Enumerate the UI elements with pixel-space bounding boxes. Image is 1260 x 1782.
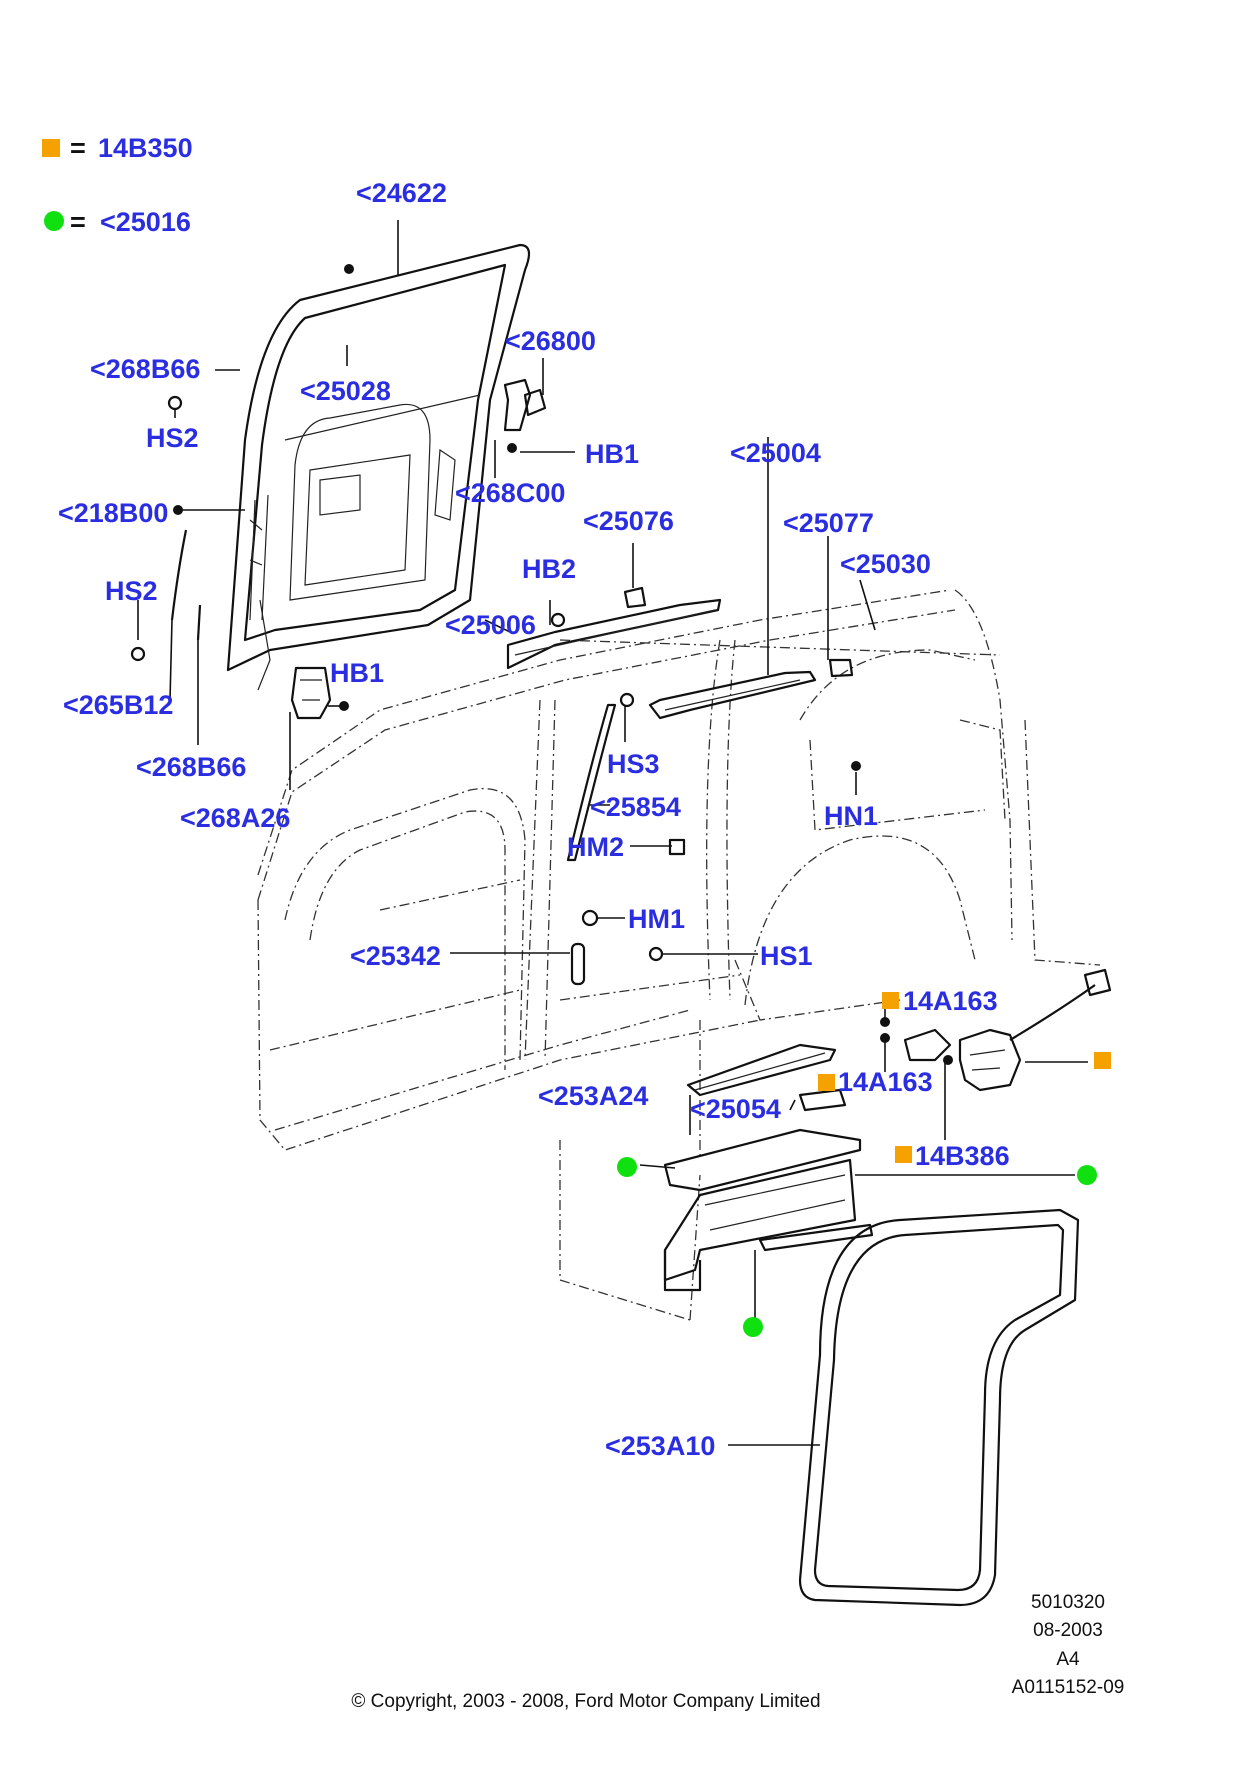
label-25028: <25028 bbox=[300, 376, 391, 406]
label-268A26: <268A26 bbox=[180, 803, 290, 833]
label-HM2: HM2 bbox=[567, 832, 624, 862]
circle-marker bbox=[743, 1317, 763, 1337]
legend-square-marker bbox=[42, 139, 60, 157]
callout-markers bbox=[617, 992, 1111, 1337]
label-253A24: <253A24 bbox=[538, 1081, 648, 1111]
label-HS2-top: HS2 bbox=[146, 423, 199, 453]
square-marker bbox=[1094, 1052, 1111, 1069]
label-265B12: <265B12 bbox=[63, 690, 173, 720]
legend-circle-marker bbox=[44, 211, 64, 231]
label-253A10: <253A10 bbox=[605, 1431, 715, 1461]
lower-hinge bbox=[290, 666, 332, 720]
label-HS3: HS3 bbox=[607, 749, 660, 779]
label-25854: <25854 bbox=[590, 792, 681, 822]
square-marker bbox=[818, 1074, 835, 1091]
part-labels: <24622 <268B66 <25028 <26800 HS2 HB1 <26… bbox=[58, 178, 1010, 1461]
label-25076: <25076 bbox=[583, 506, 674, 536]
legend: = 14B350 = <25016 bbox=[42, 133, 193, 237]
label-25077: <25077 bbox=[783, 508, 874, 538]
reference-number: 5010320 bbox=[1031, 1592, 1105, 1613]
sliding-door bbox=[226, 243, 531, 691]
label-25342: <25342 bbox=[350, 941, 441, 971]
label-HB1-top: HB1 bbox=[585, 439, 639, 469]
reference-date: 08-2003 bbox=[1033, 1620, 1103, 1641]
label-25006: <25006 bbox=[445, 610, 536, 640]
footer: 5010320 08-2003 A4 A0115152-09 © Copyrig… bbox=[351, 1592, 1124, 1712]
lower-track-assembly bbox=[663, 1043, 874, 1292]
label-25030: <25030 bbox=[840, 549, 931, 579]
copyright-notice: © Copyright, 2003 - 2008, Ford Motor Com… bbox=[351, 1691, 820, 1712]
rear-latch-assembly bbox=[903, 968, 1112, 1092]
label-24622: <24622 bbox=[356, 178, 447, 208]
fasteners bbox=[130, 264, 953, 1065]
label-HS1: HS1 bbox=[760, 941, 813, 971]
label-HS2-mid: HS2 bbox=[105, 576, 158, 606]
legend-equals: = bbox=[70, 133, 86, 163]
square-marker bbox=[882, 992, 899, 1009]
vertical-weatherstrip bbox=[566, 703, 617, 862]
circle-marker bbox=[1077, 1165, 1097, 1185]
reference-sheet: A4 bbox=[1056, 1649, 1080, 1670]
legend-circle-label: <25016 bbox=[100, 207, 191, 237]
label-268B66-bot: <268B66 bbox=[136, 752, 246, 782]
reference-code: A0115152-09 bbox=[1012, 1677, 1125, 1698]
label-HB2: HB2 bbox=[522, 554, 576, 584]
circle-marker bbox=[617, 1157, 637, 1177]
leader-lines bbox=[137, 220, 1088, 1446]
door-check-strap bbox=[170, 529, 188, 621]
label-268C00: <268C00 bbox=[455, 478, 565, 508]
hinge-bracket bbox=[523, 388, 547, 417]
legend-equals: = bbox=[70, 207, 86, 237]
door-weatherstrip-seal bbox=[798, 1208, 1080, 1607]
label-25004: <25004 bbox=[730, 438, 821, 468]
upper-hinge bbox=[503, 378, 532, 432]
label-25054: <25054 bbox=[690, 1094, 781, 1124]
label-268B66-top: <268B66 bbox=[90, 354, 200, 384]
legend-square-label: 14B350 bbox=[98, 133, 193, 163]
label-HB1-mid: HB1 bbox=[330, 658, 384, 688]
upper-track bbox=[506, 586, 722, 670]
label-26800: <26800 bbox=[505, 326, 596, 356]
label-14B386: 14B386 bbox=[915, 1141, 1010, 1171]
label-HM1: HM1 bbox=[628, 904, 685, 934]
label-14A163-a: 14A163 bbox=[903, 986, 998, 1016]
center-track bbox=[648, 658, 854, 720]
label-14A163-b: 14A163 bbox=[838, 1067, 933, 1097]
square-marker bbox=[895, 1146, 912, 1163]
label-218B00: <218B00 bbox=[58, 498, 168, 528]
label-HN1: HN1 bbox=[824, 801, 878, 831]
